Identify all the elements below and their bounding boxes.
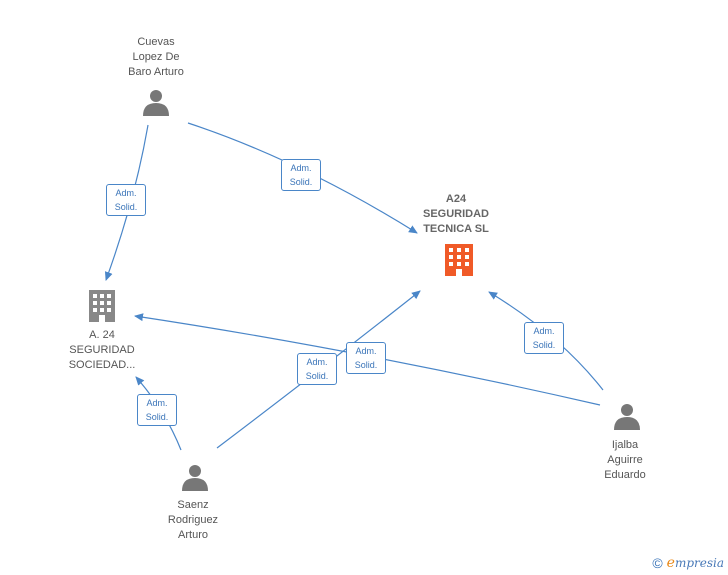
edge-label-ijalba-a24-main[interactable]: Adm. Solid.	[524, 322, 564, 354]
node-label-a24-main[interactable]: A24 SEGURIDAD TECNICA SL	[422, 193, 489, 235]
edges	[104, 122, 604, 451]
edge-label-type: Solid.	[532, 340, 556, 350]
edge-label-type: Solid.	[289, 177, 313, 187]
edge-label-cuevas-a24-main[interactable]: Adm. Solid.	[281, 159, 321, 191]
edge-label-saenz-a24-main[interactable]: Adm. Solid.	[297, 353, 337, 385]
building-icon-a24-main[interactable]	[445, 244, 473, 276]
brand-wordmark: empresia	[666, 555, 724, 571]
edge-label-type: Solid.	[114, 202, 138, 212]
edge-label-role: Adm.	[306, 357, 328, 367]
node-label-a24-soc[interactable]: A. 24 SEGURIDAD SOCIEDAD...	[68, 329, 136, 371]
edge-label-type: Solid.	[305, 371, 329, 381]
node-label-cuevas[interactable]: Cuevas Lopez De Baro Arturo	[128, 36, 184, 78]
person-icon-saenz[interactable]	[182, 465, 208, 491]
node-label-saenz[interactable]: Saenz Rodriguez Arturo	[167, 499, 219, 541]
edge-label-role: Adm.	[115, 188, 137, 198]
edge-label-type: Solid.	[145, 412, 169, 422]
node-label-ijalba[interactable]: Ijalba Aguirre Eduardo	[604, 439, 646, 481]
edge-label-role: Adm.	[355, 346, 377, 356]
edge-label-saenz-a24-soc[interactable]: Adm. Solid.	[137, 394, 177, 426]
edge-label-ijalba-a24-soc[interactable]: Adm. Solid.	[346, 342, 386, 374]
edge-label-role: Adm.	[146, 398, 168, 408]
building-icon-a24-soc[interactable]	[89, 290, 115, 322]
edge-label-role: Adm.	[290, 163, 312, 173]
edge-label-type: Solid.	[354, 360, 378, 370]
edge-label-role: Adm.	[533, 326, 555, 336]
person-icon-ijalba[interactable]	[614, 404, 640, 430]
person-icon-cuevas[interactable]	[143, 90, 169, 116]
copyright-icon: ©	[652, 555, 663, 571]
brand-logo[interactable]: © empresia	[652, 555, 724, 571]
edge-label-cuevas-a24-soc[interactable]: Adm. Solid.	[106, 184, 146, 216]
